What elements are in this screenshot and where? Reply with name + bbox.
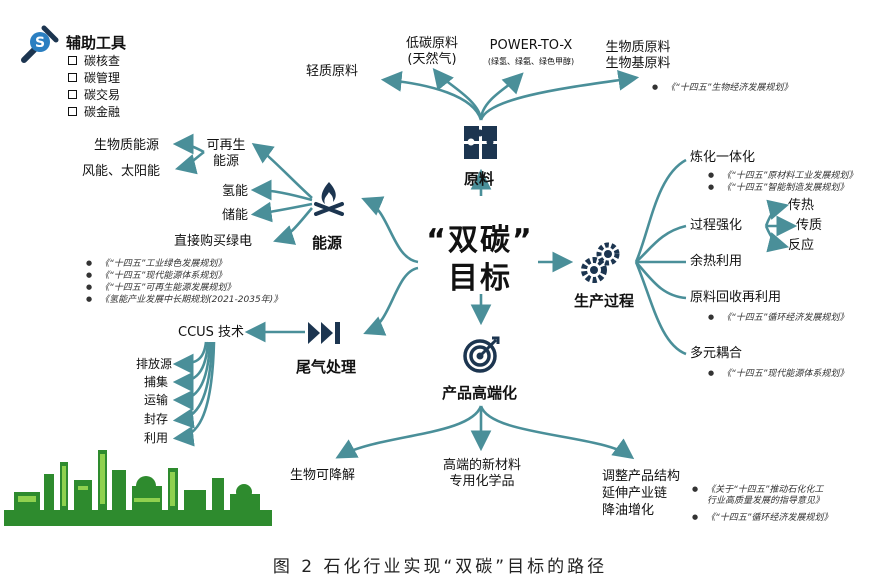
energy-ref: 《“十四五”现代能源体系规划》 xyxy=(86,270,226,282)
exhaust-item: 捕集 xyxy=(144,375,169,389)
production-reaction: 反应 xyxy=(788,238,815,253)
raw-lowcarbon-line2: (天然气) xyxy=(407,52,457,67)
production-refine: 炼化一体化 xyxy=(690,150,756,165)
product-new-materials-line2: 专用化学品 xyxy=(449,474,515,489)
product-adjust: 调整产品结构 延伸产业链 降油增化 xyxy=(602,468,680,519)
energy-windsolar: 风能、太阳能 xyxy=(82,164,161,179)
raw-ref: 《“十四五”生物经济发展规划》 xyxy=(652,82,792,94)
product-title: 产品高端化 xyxy=(442,384,518,402)
raw-lowcarbon: 低碳原料 (天然气) xyxy=(396,36,468,68)
production-intensification: 过程强化 xyxy=(690,218,743,233)
aux-item: 碳交易 xyxy=(68,88,120,103)
exhaust-title: 尾气处理 xyxy=(296,358,357,376)
production-mass: 传质 xyxy=(796,218,823,233)
production-title: 生产过程 xyxy=(574,292,635,310)
energy-green-power: 直接购买绿电 xyxy=(174,234,253,249)
exhaust-item: 封存 xyxy=(144,412,169,426)
energy-ref: 《“十四五”可再生能源发展规划》 xyxy=(86,282,235,294)
aux-item: 碳核查 xyxy=(68,54,120,69)
product-biodegradable: 生物可降解 xyxy=(290,468,356,483)
energy-ref: 《“十四五”工业绿色发展规划》 xyxy=(86,258,226,270)
product-new-materials-line1: 高端的新材料 xyxy=(442,458,521,473)
raw-lowcarbon-line1: 低碳原料 xyxy=(405,36,458,51)
production-ref: 《“十四五”循环经济发展规划》 xyxy=(708,312,848,324)
target-icon xyxy=(463,336,500,373)
production-ref: 《“十四五”原材料工业发展规划》 xyxy=(708,170,857,182)
svg-text:S: S xyxy=(35,35,45,51)
fast-forward-icon xyxy=(308,322,340,344)
product-ref: 《“十四五”循环经济发展规划》 xyxy=(692,512,832,524)
product-ref: 《关于“十四五”推动石化化工 xyxy=(692,484,823,496)
wrench-s-icon: S xyxy=(21,25,59,63)
raw-title: 原料 xyxy=(464,170,495,188)
production-waste-heat: 余热利用 xyxy=(690,254,743,269)
center-title-line1: “双碳” xyxy=(426,223,534,258)
aux-title: 辅助工具 xyxy=(66,34,127,52)
energy-renewable: 可再生 能源 xyxy=(202,138,250,170)
energy-renewable-line1: 可再生 xyxy=(206,138,246,153)
raw-light: 轻质原料 xyxy=(306,64,359,79)
energy-ref: 《氢能产业发展中长期规划(2021-2035年)》 xyxy=(86,294,282,306)
petrochemical-plant-illustration xyxy=(4,450,272,526)
production-heat: 传热 xyxy=(788,198,815,213)
gears-icon xyxy=(581,242,620,283)
aux-item: 碳管理 xyxy=(68,71,120,86)
exhaust-item: 利用 xyxy=(144,431,169,445)
production-ref: 《“十四五”现代能源体系规划》 xyxy=(708,368,848,380)
exhaust-item: 排放源 xyxy=(136,357,173,371)
raw-bio-line1: 生物质原料 xyxy=(605,40,671,55)
exhaust-item: 运输 xyxy=(144,393,169,407)
production-coupling: 多元耦合 xyxy=(690,346,743,361)
product-new-materials: 高端的新材料 专用化学品 xyxy=(436,458,528,490)
product-ref-cont: 行业高质量发展的指导意见》 xyxy=(707,496,825,506)
exhaust-ccus: CCUS 技术 xyxy=(178,325,245,340)
energy-renewable-line2: 能源 xyxy=(212,154,239,169)
flame-icon xyxy=(314,182,344,216)
production-ref: 《“十四五”智能制造发展规划》 xyxy=(708,182,848,194)
product-adjust-line2: 延伸产业链 xyxy=(602,486,668,501)
production-recycle: 原料回收再利用 xyxy=(690,290,782,305)
raw-ptx: POWER-TO-X xyxy=(489,38,573,53)
product-adjust-line1: 调整产品结构 xyxy=(602,469,681,484)
figure-caption: 图 2 石化行业实现“双碳”目标的路径 xyxy=(272,557,608,577)
center-title-line2: 目标 xyxy=(448,261,512,296)
energy-storage: 储能 xyxy=(222,208,249,223)
energy-biomass: 生物质能源 xyxy=(94,138,160,153)
aux-item: 碳金融 xyxy=(68,105,120,120)
energy-hydrogen: 氢能 xyxy=(222,184,249,199)
raw-ptx-sub: (绿氢、绿氨、绿色甲醇) xyxy=(487,57,575,66)
product-adjust-line3: 降油增化 xyxy=(602,503,655,518)
center-title: “双碳” 目标 xyxy=(418,222,542,298)
energy-title: 能源 xyxy=(312,234,343,252)
raw-bio: 生物质原料 生物基原料 xyxy=(600,40,676,72)
raw-bio-line2: 生物基原料 xyxy=(605,56,671,71)
puzzle-icon xyxy=(464,126,497,159)
